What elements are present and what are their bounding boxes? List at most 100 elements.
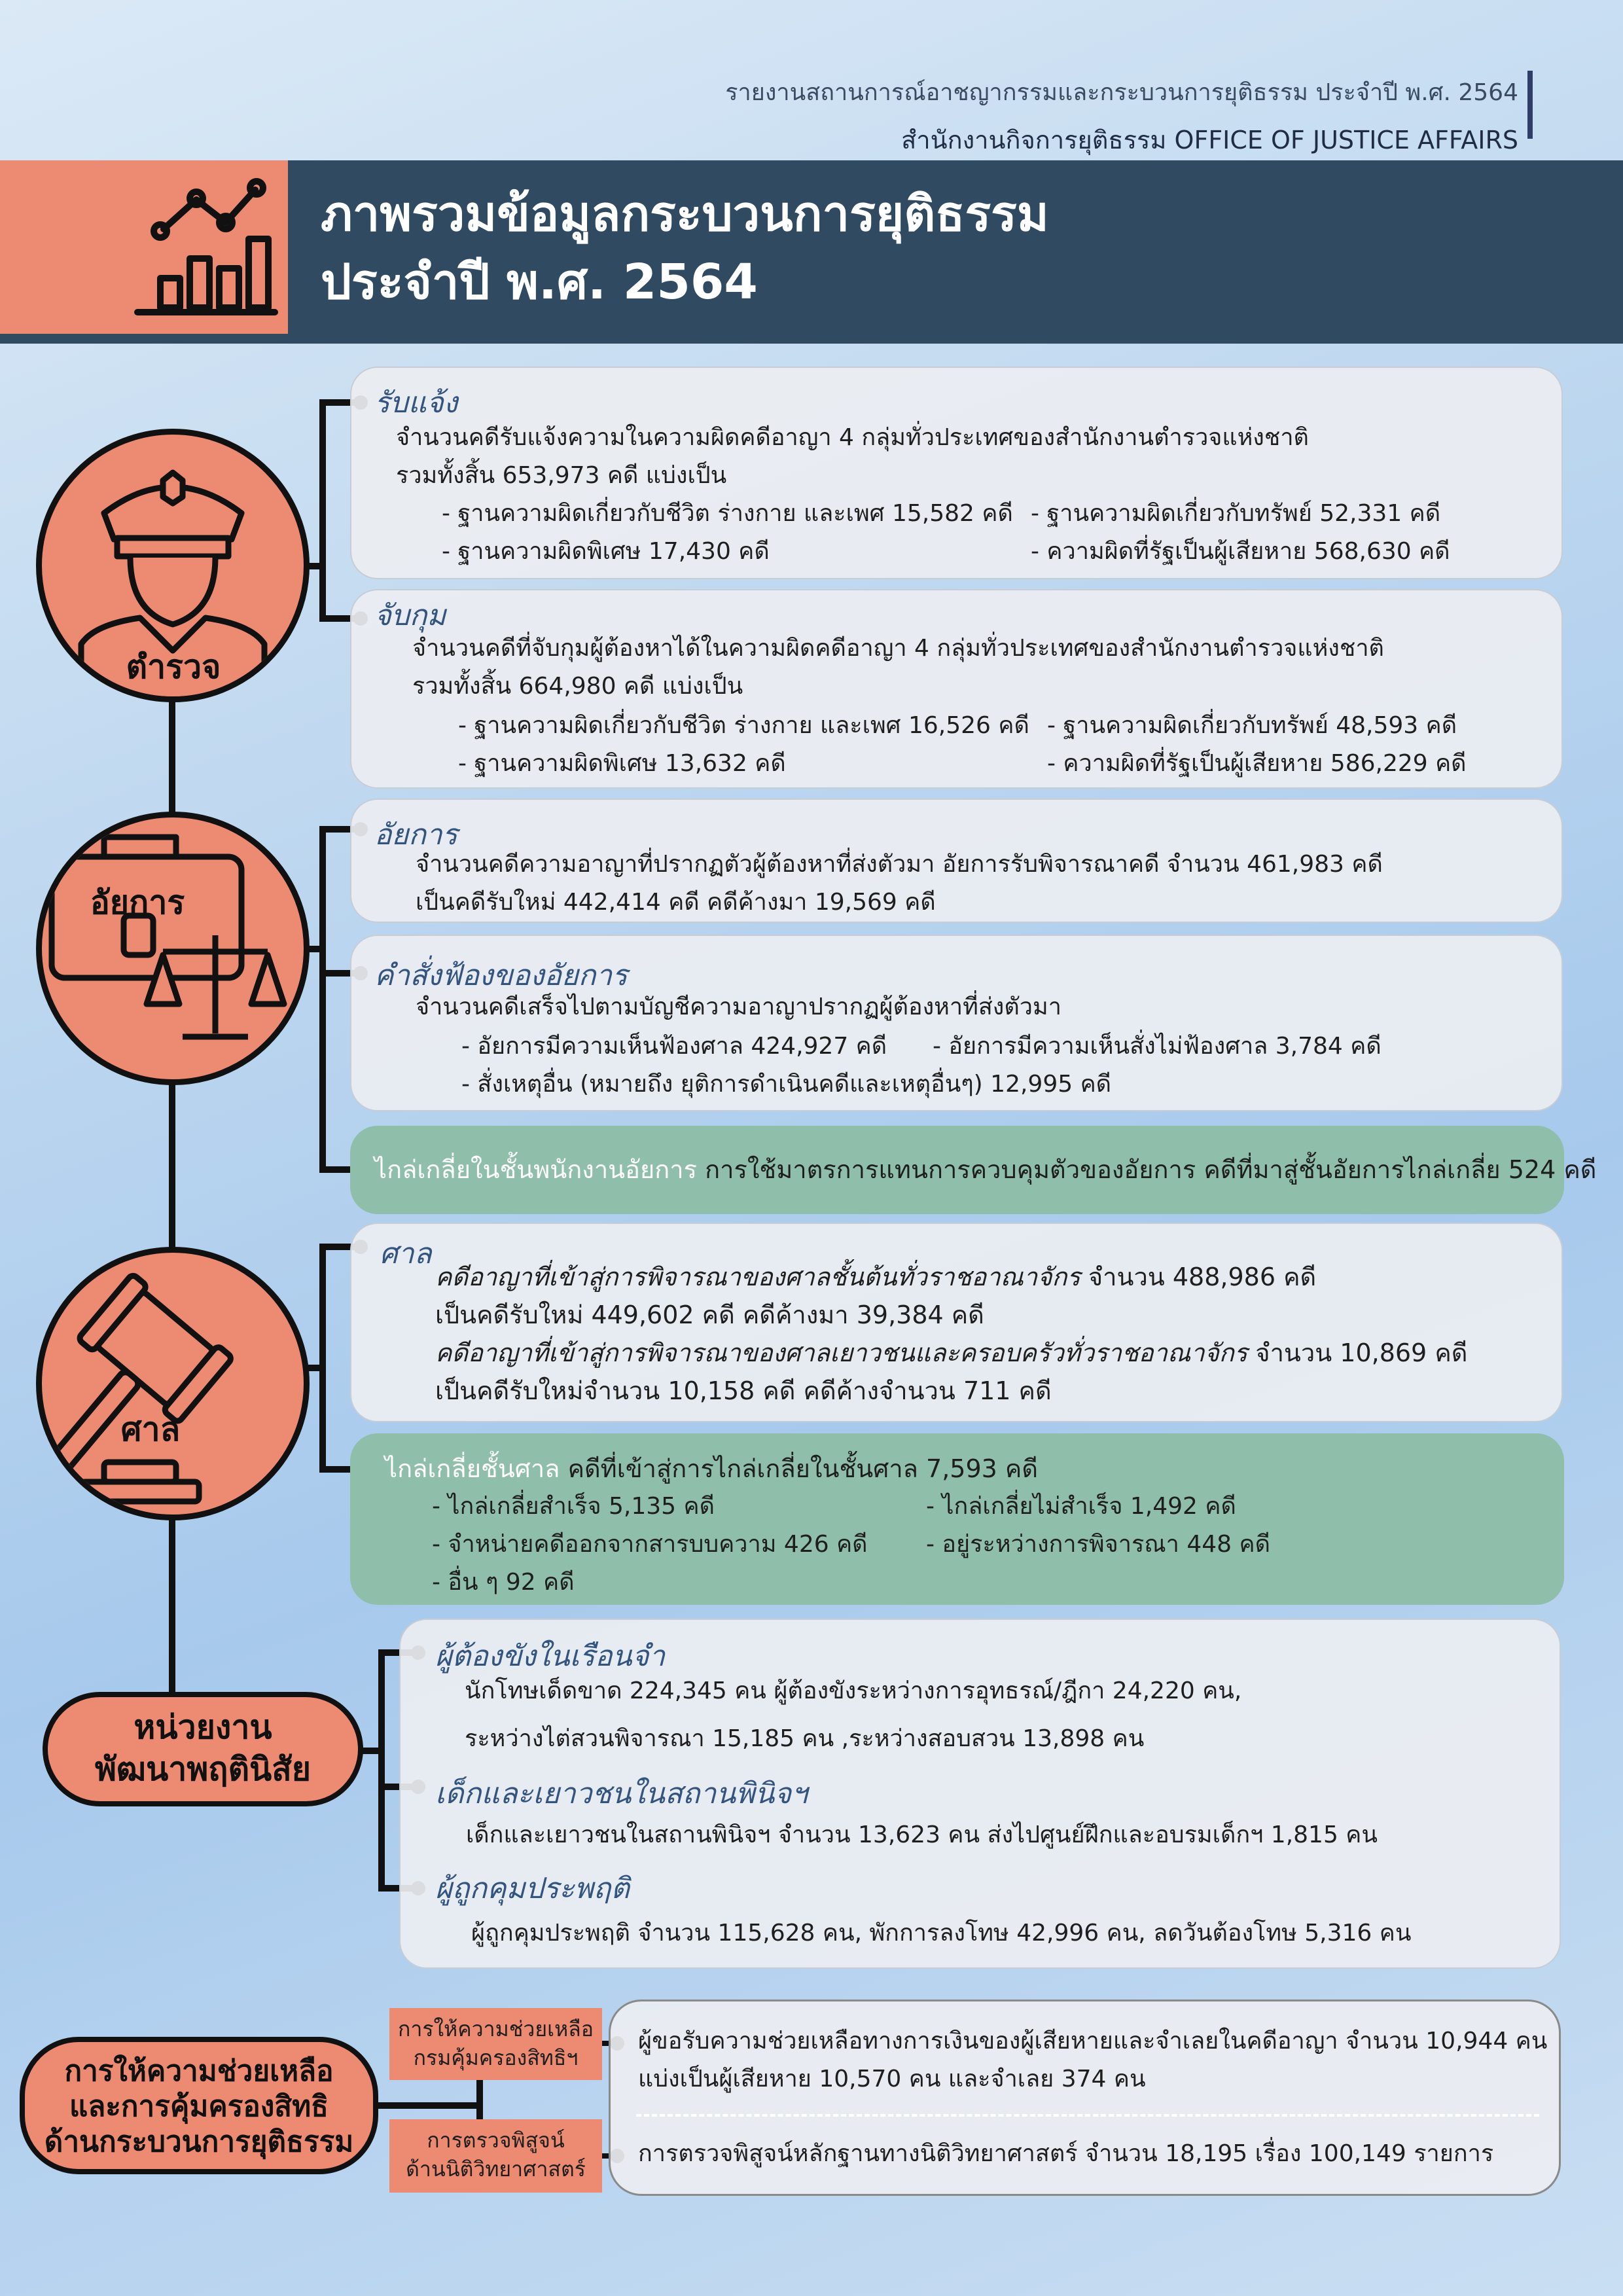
rights-line-2: แบ่งเป็นผู้เสียหาย 10,570 คน และจำเลย 37… [638, 2066, 1146, 2092]
indictment-title: คำสั่งฟ้องของอัยการ [374, 959, 628, 992]
prosecutor-bracket-mid [319, 970, 359, 977]
arrest-panel [350, 589, 1563, 789]
rights-tag-assistance-1: การให้ความช่วยเหลือ [398, 2017, 594, 2041]
prison-line-2: ระหว่างไต่สวนพิจารณา 15,185 คน ,ระหว่างส… [465, 1725, 1145, 1752]
title-icon-box [0, 160, 288, 334]
rights-divider [636, 2114, 1539, 2117]
police-circle [36, 429, 310, 702]
header-accent-bar [1527, 71, 1533, 139]
court-panel [350, 1223, 1563, 1422]
juvenile-line-1: เด็กและเยาวชนในสถานพินิจฯ จำนวน 13,623 ค… [466, 1821, 1378, 1848]
prosecution-title: อัยการ [374, 818, 458, 852]
court-mediation-item-4: - อยู่ระหว่างการพิจารณา 448 คดี [926, 1531, 1270, 1558]
report-title: รับแจ้ง [374, 386, 458, 420]
court-label: ศาล [120, 1410, 181, 1448]
rights-line-3: การตรวจพิสูจน์หลักฐานทางนิติวิทยาศาสตร์ … [638, 2140, 1494, 2167]
court-circle [36, 1247, 310, 1520]
gavel-icon [42, 1272, 234, 1505]
corrections-connector [353, 1748, 380, 1754]
prosecutor-bracket-bottom [319, 1166, 359, 1173]
court-mediation-item-1: - ไกล่เกลี่ยสำเร็จ 5,135 คดี [432, 1493, 715, 1520]
prosecutor-mediation-line: ไกล่เกลี่ยในชั้นพนักงานอัยการ การใช้มาตร… [374, 1151, 1596, 1189]
court-mediation-item-3: - จำหน่ายคดีออกจากสารบบความ 426 คดี [432, 1531, 868, 1558]
arrest-item-1: - ฐานความผิดเกี่ยวกับชีวิต ร่างกาย และเพ… [458, 712, 1029, 739]
report-line-1: จำนวนคดีรับแจ้งความในความผิดคดีอาญา 4 กล… [396, 424, 1309, 451]
court-mediation-text: คดีที่เข้าสู่การไกล่เกลี่ยในชั้นศาล 7,59… [567, 1454, 1038, 1483]
briefcase-scales-icon [48, 834, 287, 1040]
court-title: ศาล [380, 1237, 432, 1270]
police-bracket-bottom [319, 615, 359, 622]
police-connector [301, 563, 321, 569]
spine-line [169, 694, 175, 1702]
police-bracket-top [319, 399, 359, 406]
rights-tag-forensic: การตรวจพิสูจน์ ด้านนิติวิทยาศาสตร์ [389, 2119, 602, 2193]
prosecutor-mediation-text: การใช้มาตรการแทนการควบคุมตัวของอัยการ คด… [705, 1155, 1597, 1184]
report-line-2: รวมทั้งสิ้น 653,973 คดี แบ่งเป็น [396, 462, 727, 489]
indictment-item-1: - อัยการมีความเห็นฟ้องศาล 424,927 คดี [461, 1033, 887, 1060]
report-item-1: - ฐานความผิดเกี่ยวกับชีวิต ร่างกาย และเพ… [442, 500, 1013, 527]
arrest-line-1: จำนวนคดีที่จับกุมผู้ต้องหาได้ในความผิดคด… [412, 635, 1384, 662]
rights-pill: การให้ความช่วยเหลือ และการคุ้มครองสิทธิ … [20, 2037, 378, 2174]
report-panel [350, 367, 1563, 579]
probation-title: ผู้ถูกคุมประพฤติ [435, 1872, 630, 1905]
rights-label-3: ด้านกระบวนการยุติธรรม [44, 2125, 354, 2159]
corrections-label-1: หน่วยงาน [134, 1708, 272, 1746]
office-name: สำนักงานกิจการยุติธรรม OFFICE OF JUSTICE… [901, 126, 1518, 154]
corrections-pill: หน่วยงาน พัฒนาพฤตินิสัย [43, 1692, 363, 1806]
court-mediation-item-5: - อื่น ๆ 92 คดี [432, 1569, 575, 1596]
court-connector [301, 1365, 321, 1371]
title-line-2: ประจำปี พ.ศ. 2564 [321, 254, 758, 310]
corrections-bracket [378, 1649, 385, 1892]
court-line-1-count: จำนวน 488,986 คดี [1080, 1263, 1317, 1291]
court-mediation-line: ไกล่เกลี่ยชั้นศาล คดีที่เข้าสู่การไกล่เก… [385, 1450, 1038, 1488]
page-title: ภาพรวมข้อมูลกระบวนการยุติธรรม ประจำปี พ.… [321, 180, 1049, 316]
report-header: รายงานสถานการณ์อาชญากรรมและกระบวนการยุติ… [725, 73, 1518, 160]
probation-line-1: ผู้ถูกคุมประพฤติ จำนวน 115,628 คน, พักกา… [471, 1920, 1412, 1946]
corrections-panel [399, 1619, 1561, 1969]
court-line-4: เป็นคดีรับใหม่จำนวน 10,158 คดี คดีค้างจำ… [435, 1376, 1052, 1405]
court-line-2: เป็นคดีรับใหม่ 449,602 คดี คดีค้างมา 39,… [435, 1300, 984, 1329]
court-line-3: คดีอาญาที่เข้าสู่การพิจารณาของศาลเยาวชนแ… [435, 1334, 1467, 1372]
court-line-3-lead: คดีอาญาที่เข้าสู่การพิจารณาของศาลเยาวชนแ… [435, 1338, 1248, 1367]
court-mediation-title: ไกล่เกลี่ยชั้นศาล [385, 1454, 560, 1483]
police-officer-icon [78, 469, 268, 696]
report-subtitle: รายงานสถานการณ์อาชญากรรมและกระบวนการยุติ… [725, 79, 1518, 106]
prosecutor-connector [301, 946, 321, 952]
prison-line-1: นักโทษเด็ดขาด 224,345 คน ผู้ต้องขังระหว่… [465, 1677, 1242, 1704]
court-line-1: คดีอาญาที่เข้าสู่การพิจารณาของศาลชั้นต้น… [435, 1258, 1316, 1296]
prosecutor-bracket-top [319, 826, 359, 833]
court-mediation-item-2: - ไกล่เกลี่ยไม่สำเร็จ 1,492 คดี [926, 1493, 1236, 1520]
rights-panel [609, 2000, 1561, 2196]
court-bracket-top [319, 1244, 359, 1250]
prosecution-panel [350, 798, 1563, 923]
corrections-bracket-bottom [378, 1885, 418, 1892]
rights-tag-assistance-2: กรมคุ้มครองสิทธิฯ [413, 2045, 579, 2070]
court-line-1-lead: คดีอาญาที่เข้าสู่การพิจารณาของศาลชั้นต้น… [435, 1263, 1080, 1291]
report-item-3: - ฐานความผิดพิเศษ 17,430 คดี [442, 538, 770, 565]
arrest-title: จับกุม [374, 599, 446, 632]
arrest-line-2: รวมทั้งสิ้น 664,980 คดี แบ่งเป็น [412, 673, 743, 700]
prosecutor-mediation-panel [350, 1126, 1564, 1214]
indictment-panel [350, 935, 1563, 1111]
court-line-3-count: จำนวน 10,869 คดี [1247, 1338, 1468, 1367]
prosecution-line-2: เป็นคดีรับใหม่ 442,414 คดี คดีค้างมา 19,… [416, 889, 936, 916]
juvenile-title: เด็กและเยาวชนในสถานพินิจฯ [435, 1777, 808, 1810]
rights-line-1: ผู้ขอรับความช่วยเหลือทางการเงินของผู้เสี… [638, 2028, 1548, 2054]
arrest-item-4: - ความผิดที่รัฐเป็นผู้เสียหาย 586,229 คด… [1047, 750, 1467, 777]
court-bracket-bottom [319, 1466, 359, 1473]
prison-title: ผู้ต้องขังในเรือนจำ [435, 1640, 666, 1673]
rights-connector [378, 2102, 483, 2109]
indictment-item-2: - อัยการมีความเห็นสั่งไม่ฟ้องศาล 3,784 ค… [933, 1033, 1382, 1060]
rights-tag-forensic-1: การตรวจพิสูจน์ [427, 2128, 565, 2153]
corrections-bracket-mid [378, 1784, 418, 1790]
police-bracket [319, 399, 326, 622]
prosecutor-mediation-title: ไกล่เกลี่ยในชั้นพนักงานอัยการ [374, 1155, 697, 1184]
corrections-bracket-top [378, 1649, 418, 1656]
title-line-1: ภาพรวมข้อมูลกระบวนการยุติธรรม [321, 186, 1049, 242]
prosecution-line-1: จำนวนคดีความอาญาที่ปรากฏตัวผู้ต้องหาที่ส… [416, 851, 1383, 878]
rights-label-2: และการคุ้มครองสิทธิ [69, 2090, 329, 2123]
prosecutor-label: อัยการ [90, 884, 185, 922]
bar-chart-trend-icon [134, 178, 278, 315]
rights-tag-assistance: การให้ความช่วยเหลือ กรมคุ้มครองสิทธิฯ [389, 2008, 602, 2080]
